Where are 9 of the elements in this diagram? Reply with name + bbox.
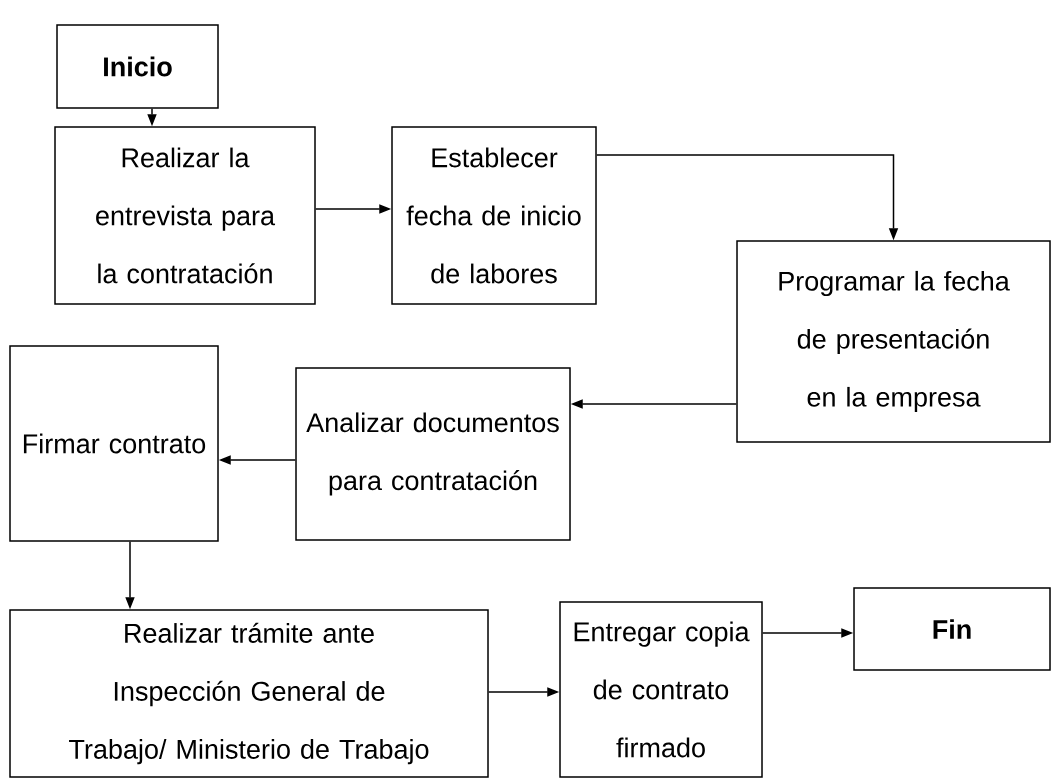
process-box: Inicio xyxy=(56,24,219,109)
process-box: Fin xyxy=(853,587,1051,671)
process-box: Realizar la entrevista para la contratación xyxy=(54,126,316,305)
process-box: Firmar contrato xyxy=(9,345,219,542)
process-box: Analizar documentos para contratación xyxy=(295,367,571,541)
process-box: Establecer fecha de inicio de labores xyxy=(391,126,597,305)
process-box: Realizar trámite ante Inspección General de Trabajo/ Ministerio de Trabajo xyxy=(9,609,489,778)
process-box: Programar la fecha de presentación en la empresa xyxy=(736,240,1051,443)
process-box: Entregar copia de contrato firmado xyxy=(559,601,763,778)
